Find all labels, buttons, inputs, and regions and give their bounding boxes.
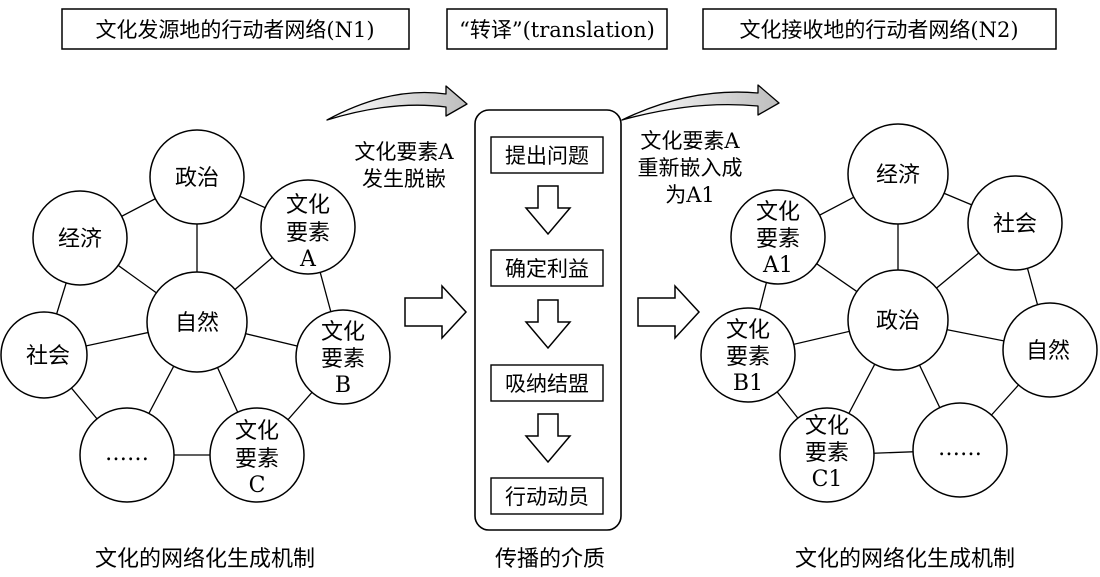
right-node-culture-a1-line3: A1 <box>762 253 793 278</box>
step-interessement: 确定利益 <box>490 249 604 287</box>
right-node-nature-label: 自然 <box>1026 339 1070 364</box>
right-node-politics-label: 政治 <box>876 309 920 334</box>
step-interessement-label: 确定利益 <box>505 257 589 281</box>
header-center-box: “转译”(translation) <box>446 8 668 50</box>
header-center-label: “转译”(translation) <box>459 18 655 42</box>
translation-caption: 传播的介质 <box>495 547 605 572</box>
right-node-nature: 自然 <box>1002 302 1098 398</box>
left-node-society-label: 社会 <box>26 344 70 369</box>
detach-note-line2: 发生脱嵌 <box>362 167 446 191</box>
step-problematization-label: 提出问题 <box>505 144 589 168</box>
block-arrow-right <box>637 284 701 340</box>
left-node-culture-c-line3: C <box>249 473 266 498</box>
reembed-note-line3: 为A1 <box>665 183 715 207</box>
left-node-culture-b-line3: B <box>335 373 351 398</box>
left-node-nature-label: 自然 <box>175 311 219 336</box>
header-right-box: 文化接收地的行动者网络(N2) <box>702 8 1057 50</box>
right-node-culture-c1-line3: C1 <box>812 467 843 492</box>
left-node-society: 社会 <box>0 311 88 399</box>
curved-arrow-left <box>326 85 468 121</box>
step-mobilization-label: 行动动员 <box>505 485 589 509</box>
right-node-culture-c1: 文化 要素 C1 <box>779 407 875 503</box>
reembed-note: 文化要素A 重新嵌入成 为A1 <box>638 129 743 207</box>
step-enrolment-label: 吸纳结盟 <box>505 372 589 396</box>
right-node-culture-c1-line2: 要素 <box>805 441 849 466</box>
reembed-note-line1: 文化要素A <box>640 129 740 153</box>
left-node-culture-c-line2: 要素 <box>235 447 279 472</box>
detach-note-line1: 文化要素A <box>354 140 454 164</box>
right-node-economy: 经济 <box>847 123 949 225</box>
left-node-culture-a-line1: 文化 <box>286 193 330 218</box>
left-node-economy-label: 经济 <box>58 227 102 252</box>
down-arrow-3 <box>524 413 572 464</box>
header-right-label: 文化接收地的行动者网络(N2) <box>739 18 1018 42</box>
left-node-culture-a-line2: 要素 <box>286 221 330 246</box>
step-problematization: 提出问题 <box>490 136 604 174</box>
left-node-economy: 经济 <box>32 190 128 286</box>
right-node-culture-b1-line2: 要素 <box>726 345 770 370</box>
right-node-ellipsis: …… <box>912 402 1008 498</box>
block-arrow-left <box>404 284 468 340</box>
right-node-culture-b1-line3: B1 <box>733 371 763 396</box>
right-node-culture-b1: 文化 要素 B1 <box>700 307 796 403</box>
right-node-politics: 政治 <box>847 269 949 371</box>
right-node-culture-c1-line1: 文化 <box>805 414 849 439</box>
left-node-culture-b-line1: 文化 <box>321 320 365 345</box>
down-arrow-1 <box>524 185 572 236</box>
detach-note: 文化要素A 发生脱嵌 <box>354 140 454 191</box>
left-node-politics: 政治 <box>149 129 245 225</box>
down-arrow-2 <box>524 299 572 350</box>
header-left-box: 文化发源地的行动者网络(N1) <box>61 8 410 50</box>
step-mobilization: 行动动员 <box>490 477 604 515</box>
right-node-culture-b1-line1: 文化 <box>726 318 770 343</box>
header-left-label: 文化发源地的行动者网络(N1) <box>95 18 374 42</box>
right-node-culture-a1-line1: 文化 <box>756 200 800 225</box>
right-node-ellipsis-label: …… <box>938 436 982 461</box>
left-node-culture-a: 文化 要素 A <box>260 179 356 275</box>
right-node-culture-a1: 文化 要素 A1 <box>730 189 826 285</box>
left-node-culture-b: 文化 要素 B <box>295 309 391 405</box>
left-node-culture-c-line1: 文化 <box>235 419 279 444</box>
right-node-economy-label: 经济 <box>876 163 920 188</box>
right-node-society-label: 社会 <box>993 212 1037 237</box>
left-node-culture-b-line2: 要素 <box>321 347 365 372</box>
left-node-ellipsis-label: …… <box>105 441 149 466</box>
left-node-culture-c: 文化 要素 C <box>209 407 305 503</box>
reembed-note-line2: 重新嵌入成 <box>638 156 743 180</box>
curved-arrow-right <box>621 84 780 121</box>
step-enrolment: 吸纳结盟 <box>490 364 604 402</box>
right-network-caption: 文化的网络化生成机制 <box>795 547 1015 572</box>
left-node-ellipsis: …… <box>79 407 175 503</box>
left-node-culture-a-line3: A <box>299 247 317 272</box>
left-node-politics-label: 政治 <box>175 166 219 191</box>
right-node-culture-a1-line2: 要素 <box>756 227 800 252</box>
right-node-society: 社会 <box>967 175 1063 271</box>
translation-column: 提出问题 确定利益 吸纳结盟 行动动员 <box>474 109 622 531</box>
left-network-caption: 文化的网络化生成机制 <box>95 547 315 572</box>
left-node-nature: 自然 <box>146 271 248 373</box>
